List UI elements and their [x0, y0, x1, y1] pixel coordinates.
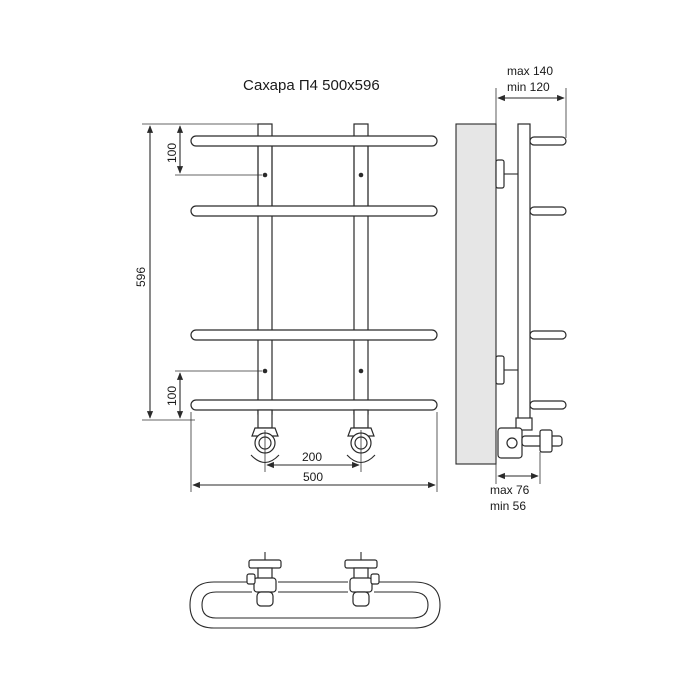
top-left-valve [246, 552, 282, 607]
rail-2 [190, 205, 438, 217]
side-rail-2 [529, 206, 567, 216]
dim-center-200: 200 [302, 450, 322, 464]
mount-point [262, 368, 268, 374]
rail-4 [190, 399, 438, 411]
top-view [189, 552, 441, 629]
side-rail-1 [529, 136, 567, 146]
side-rail-4 [529, 400, 567, 410]
wall-bracket [495, 159, 505, 189]
mount-point [358, 368, 364, 374]
dim-wall-max: max 140 [507, 64, 553, 78]
dim-top-100: 100 [165, 143, 179, 163]
side-post [517, 123, 531, 421]
top-right-valve [344, 552, 380, 607]
dim-bottom-100: 100 [165, 386, 179, 406]
dim-width-500: 500 [303, 470, 323, 484]
dim-valve-min: min 56 [490, 499, 526, 513]
wall [455, 123, 497, 465]
drawing-title: Сахара П4 500x596 [243, 77, 380, 94]
wall-bracket [495, 355, 505, 385]
mount-point [358, 172, 364, 178]
dim-valve-max: max 76 [490, 483, 530, 497]
rail-1 [190, 135, 438, 147]
front-dimensions: 596 100 100 200 500 [134, 123, 438, 492]
side-rail-3 [529, 330, 567, 340]
mount-point [262, 172, 268, 178]
top-loop-inner [201, 591, 429, 619]
top-loop-outer [189, 581, 441, 629]
rail-3 [190, 329, 438, 341]
dim-height-596: 596 [134, 267, 148, 287]
side-view [455, 123, 567, 465]
side-valve [497, 417, 563, 459]
dim-wall-min: min 120 [507, 80, 550, 94]
side-dimensions: max 140 min 120 max 76 min 56 [490, 64, 567, 513]
